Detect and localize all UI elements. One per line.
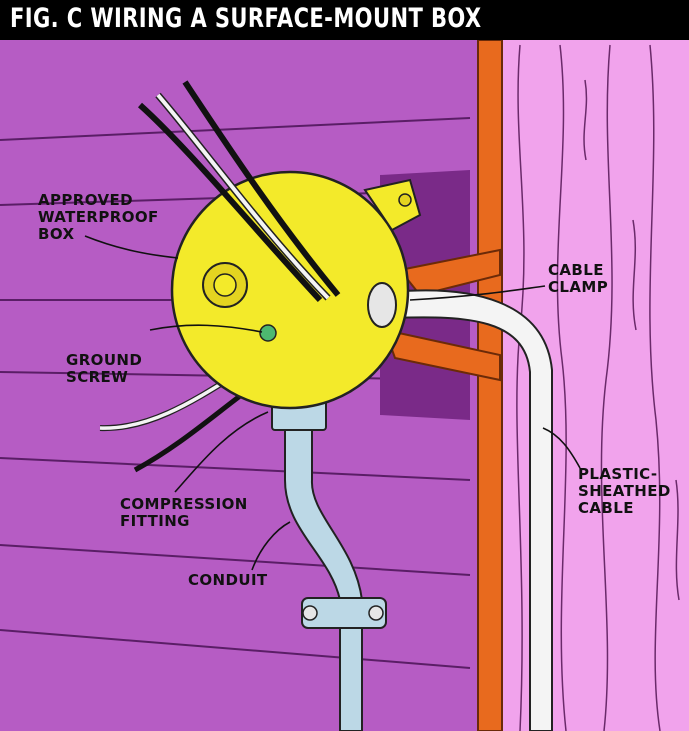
label-plastic-sheathed-cable: PLASTIC- SHEATHED CABLE [578, 465, 671, 517]
label-conduit: CONDUIT [188, 571, 268, 589]
strap-screw-left [302, 605, 318, 621]
label-cable-clamp: CABLE CLAMP [548, 261, 609, 296]
ground-screw-icon [259, 324, 277, 342]
box-mounting-ear [363, 178, 422, 232]
wood-grain [516, 44, 680, 731]
black-wire-top-2 [182, 80, 341, 297]
cable-clamp [367, 282, 397, 328]
strap-screw-right [368, 605, 384, 621]
trim-bracket-top [398, 248, 501, 297]
conduit-strap [301, 597, 387, 629]
label-box: APPROVED WATERPROOF BOX [38, 191, 159, 243]
conduit [284, 419, 363, 731]
label-ground-screw: GROUND SCREW [66, 351, 143, 386]
plastic-sheathed-cable [391, 289, 553, 731]
wiring-illustration [0, 40, 689, 731]
trim-board [477, 40, 503, 731]
title-bar: FIG. C WIRING A SURFACE-MOUNT BOX [0, 0, 689, 40]
label-compression-fitting: COMPRESSION FITTING [120, 495, 248, 530]
wood-post [500, 40, 689, 731]
leader-lines [84, 235, 581, 571]
figure-title: FIG. C WIRING A SURFACE-MOUNT BOX [10, 3, 482, 34]
surface-mount-box [170, 170, 410, 410]
black-wire-top-1 [137, 102, 323, 303]
